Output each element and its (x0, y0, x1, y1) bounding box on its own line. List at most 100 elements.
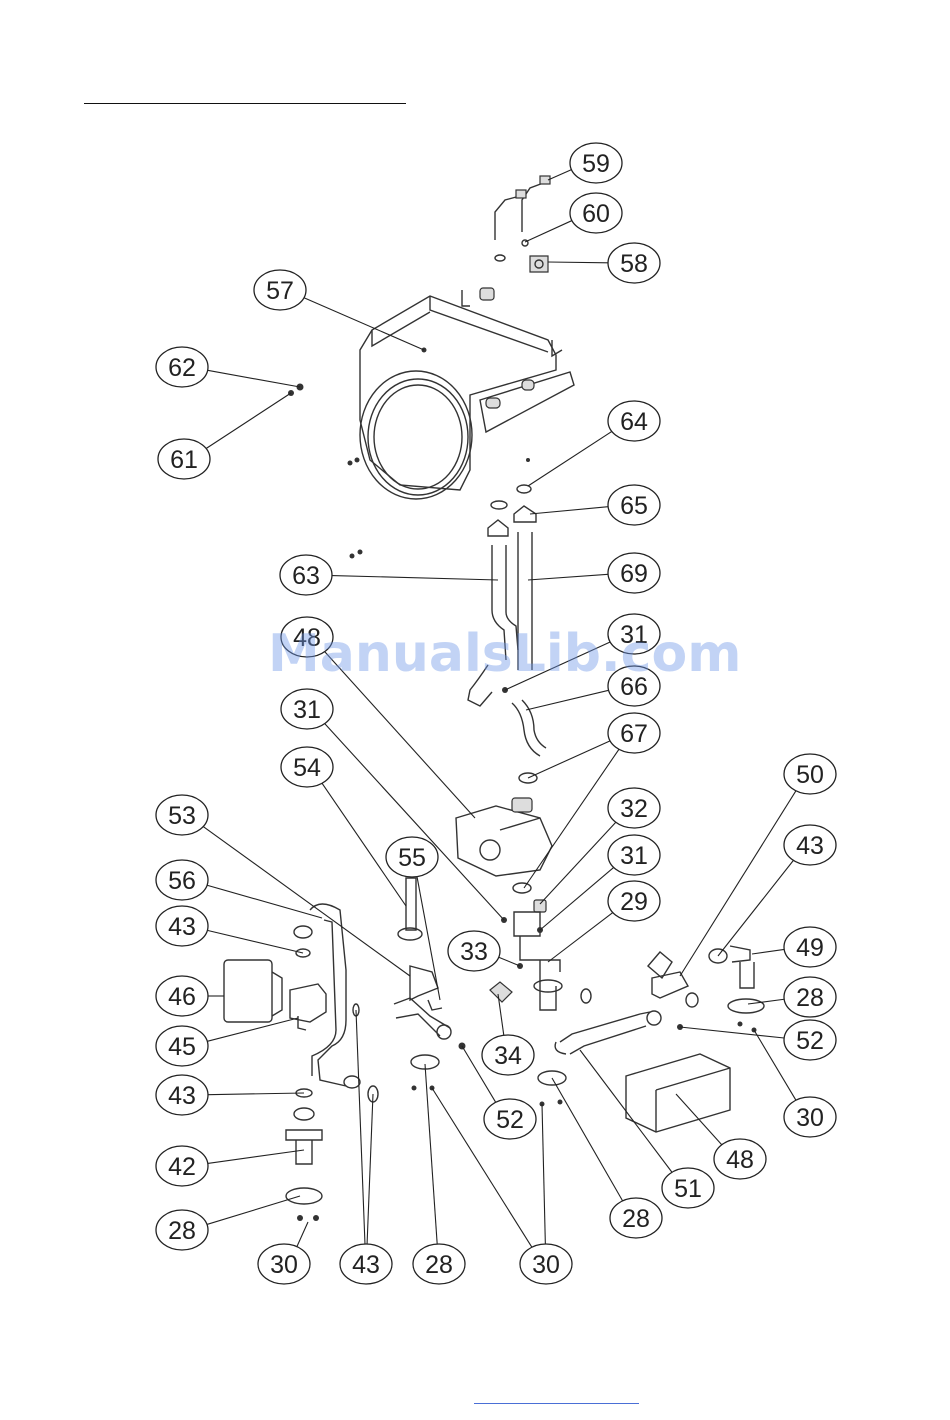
callout-28: 28 (784, 977, 836, 1017)
callout-number: 28 (425, 1251, 453, 1279)
leader-line-c28d-0 (425, 1064, 437, 1244)
left-assembly-parts (224, 904, 378, 1221)
leader-line-c66a-0 (526, 690, 609, 710)
leader-line-c48a-0 (676, 1094, 722, 1145)
leader-line-c43a-0 (718, 860, 793, 956)
callout-49: 49 (784, 927, 836, 967)
leader-line-c62a-0 (208, 370, 300, 387)
leader-line-c28b-0 (552, 1078, 623, 1201)
leader-line-c31b-0 (325, 724, 504, 920)
callout-number: 43 (352, 1251, 380, 1279)
footer-link-underline[interactable] (474, 1403, 639, 1404)
callout-43: 43 (156, 906, 208, 946)
callout-31: 31 (281, 689, 333, 729)
callout-30: 30 (784, 1097, 836, 1137)
leader-line-c43b-0 (207, 930, 303, 953)
callout-48: 48 (714, 1139, 766, 1179)
callout-45: 45 (156, 1026, 208, 1066)
callout-number: 43 (168, 913, 196, 941)
pipe-parts (502, 687, 546, 783)
callout-number: 53 (168, 802, 196, 830)
callout-69: 69 (608, 553, 660, 593)
callout-number: 52 (496, 1106, 524, 1134)
callout-number: 42 (168, 1153, 196, 1181)
callout-46: 46 (156, 976, 208, 1016)
callout-28: 28 (156, 1210, 208, 1250)
callout-64: 64 (608, 401, 660, 441)
callout-number: 54 (293, 754, 321, 782)
callout-number: 28 (796, 984, 824, 1012)
callout-number: 69 (620, 560, 648, 588)
leader-line-c29a-0 (548, 913, 613, 962)
leader-line-c31a-0 (505, 642, 610, 690)
callout-number: 55 (398, 844, 426, 872)
callout-52: 52 (484, 1099, 536, 1139)
right-assembly-parts (538, 946, 764, 1132)
leader-line-c65a-0 (530, 507, 608, 514)
callout-number: 33 (460, 938, 488, 966)
callout-number: 49 (796, 934, 824, 962)
leader-line-c58a-0 (548, 262, 608, 263)
callout-63: 63 (280, 555, 332, 595)
callout-48: 48 (281, 617, 333, 657)
leader-line-c69a-0 (528, 574, 608, 580)
callout-number: 61 (170, 446, 198, 474)
callout-28: 28 (610, 1198, 662, 1238)
callout-number: 31 (620, 621, 648, 649)
leader-line-c28c-0 (207, 1196, 300, 1224)
callout-number: 48 (293, 624, 321, 652)
callout-56: 56 (156, 860, 208, 900)
callout-52: 52 (784, 1020, 836, 1060)
callout-32: 32 (608, 788, 660, 828)
callout-43: 43 (156, 1075, 208, 1115)
callout-66: 66 (608, 666, 660, 706)
leader-line-c32a-0 (540, 822, 616, 904)
callout-51: 51 (662, 1168, 714, 1208)
callout-labels: 5960585762616465636948316631675450533243… (156, 143, 836, 1284)
callout-31: 31 (608, 835, 660, 875)
callout-number: 51 (674, 1175, 702, 1203)
callout-30: 30 (258, 1244, 310, 1284)
callout-61: 61 (158, 439, 210, 479)
callout-57: 57 (254, 270, 306, 310)
callout-62: 62 (156, 347, 208, 387)
manifold-part (490, 900, 591, 1010)
callout-34: 34 (482, 1035, 534, 1075)
callout-number: 34 (494, 1042, 522, 1070)
callout-42: 42 (156, 1146, 208, 1186)
callout-number: 63 (292, 562, 320, 590)
callout-number: 31 (620, 842, 648, 870)
middle-lower-parts (394, 878, 466, 1091)
callout-number: 30 (796, 1104, 824, 1132)
callout-31: 31 (608, 614, 660, 654)
callout-number: 45 (168, 1033, 196, 1061)
callout-number: 64 (620, 408, 648, 436)
callout-number: 30 (270, 1251, 298, 1279)
callout-number: 43 (168, 1082, 196, 1110)
callout-number: 48 (726, 1146, 754, 1174)
callout-67: 67 (608, 713, 660, 753)
callout-53: 53 (156, 795, 208, 835)
callout-number: 46 (168, 983, 196, 1011)
callout-number: 67 (620, 720, 648, 748)
callout-number: 43 (796, 832, 824, 860)
leader-line-c63a-0 (332, 576, 498, 580)
callout-30: 30 (520, 1244, 572, 1284)
callout-number: 32 (620, 795, 648, 823)
callout-number: 66 (620, 673, 648, 701)
leader-line-c64a-0 (528, 431, 612, 486)
leader-line-c59a-0 (548, 170, 571, 180)
callout-43: 43 (784, 825, 836, 865)
callout-number: 62 (168, 354, 196, 382)
callout-55: 55 (386, 837, 438, 877)
callout-number: 60 (582, 200, 610, 228)
callout-50: 50 (784, 754, 836, 794)
callout-number: 56 (168, 867, 196, 895)
sensor-parts (495, 176, 550, 272)
callout-43: 43 (340, 1244, 392, 1284)
leader-line-c49a-0 (752, 949, 784, 954)
callout-number: 59 (582, 150, 610, 178)
leader-line-c53a-0 (203, 827, 410, 976)
